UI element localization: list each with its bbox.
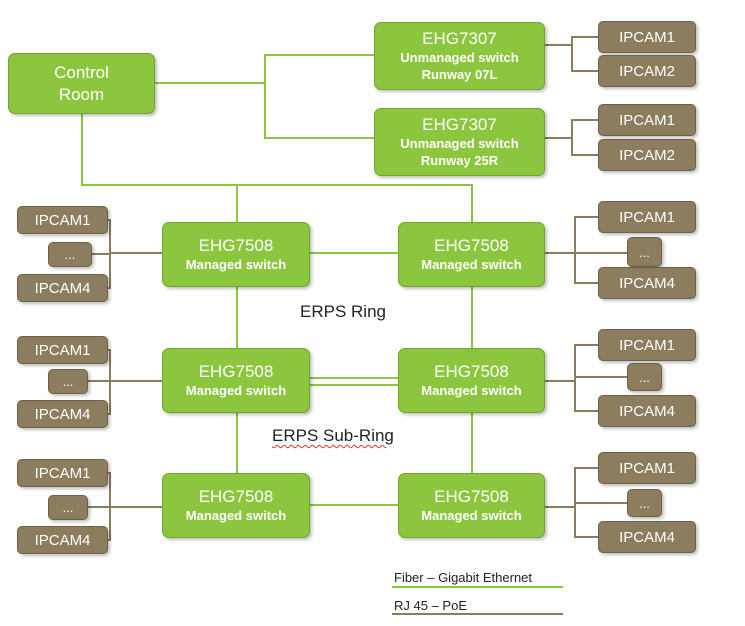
managed-switch-top-left: EHG7508 Managed switch (162, 222, 310, 287)
managed-switch-mid-left: EHG7508 Managed switch (162, 348, 310, 413)
poe-links (88, 36, 627, 541)
camera-node: IPCAM1 (598, 452, 696, 484)
camera-ellipsis-node: ... (627, 489, 662, 517)
erps-ring-label: ERPS Ring (300, 302, 386, 321)
switch-model: EHG7307 (422, 115, 497, 134)
control-room-node: Control Room (8, 53, 155, 114)
camera-node: IPCAM4 (598, 395, 696, 427)
switch-model: EHG7508 (434, 236, 509, 255)
camera-node: IPCAM4 (598, 521, 696, 553)
managed-switch-bottom-left: EHG7508 Managed switch (162, 473, 310, 538)
fiber-link-control-unmanaged2 (264, 83, 375, 139)
camera-node: IPCAM1 (17, 206, 108, 234)
camera-node: IPCAM2 (598, 55, 696, 87)
fiber-links (81, 54, 473, 506)
camera-ellipsis-node: ... (48, 369, 88, 394)
camera-node: IPCAM4 (17, 526, 108, 554)
switch-model: EHG7508 (198, 362, 274, 381)
switch-model: EHG7508 (198, 487, 274, 506)
switch-type: Managed switch (421, 383, 522, 398)
camera-node: IPCAM1 (598, 329, 696, 361)
switch-model: EHG7508 (434, 487, 509, 506)
control-room-label-line1: Control (54, 62, 109, 82)
unmanaged-switch-07l: EHG7307 Unmanaged switch Runway 07L (374, 22, 545, 90)
switch-location: Runway 25R (420, 153, 499, 168)
camera-node: IPCAM1 (598, 104, 696, 136)
switch-type: Managed switch (421, 508, 522, 523)
legend-poe-label: RJ 45 – PoE (394, 598, 467, 613)
switch-model: EHG7508 (434, 362, 509, 381)
switch-type: Managed switch (421, 257, 522, 272)
fiber-link-control-ring-right (81, 114, 473, 222)
switch-model: EHG7307 (422, 29, 497, 48)
camera-node: IPCAM4 (17, 400, 108, 428)
fiber-link-control-unmanaged1 (155, 54, 375, 84)
camera-node: IPCAM4 (17, 274, 108, 302)
camera-node: IPCAM1 (17, 459, 108, 487)
camera-ellipsis-node: ... (48, 495, 88, 520)
switch-type: Managed switch (185, 508, 287, 523)
camera-ellipsis-node: ... (627, 237, 662, 267)
control-room-label-line2: Room (58, 84, 105, 104)
managed-switch-bottom-right: EHG7508 Managed switch (398, 473, 545, 538)
camera-ellipsis-node: ... (627, 363, 662, 391)
camera-node: IPCAM1 (598, 201, 696, 233)
camera-node: IPCAM1 (17, 336, 108, 364)
camera-ellipsis-node: ... (48, 242, 92, 267)
erps-subring-label: ERPS Sub-Ring (272, 426, 394, 445)
camera-node: IPCAM1 (598, 21, 696, 53)
switch-location: Runway 07L (421, 67, 498, 82)
unmanaged-switch-25r: EHG7307 Unmanaged switch Runway 25R (374, 108, 545, 176)
camera-node: IPCAM2 (598, 139, 696, 171)
managed-switch-mid-right: EHG7508 Managed switch (398, 348, 545, 413)
switch-type: Managed switch (185, 383, 287, 398)
switch-type: Unmanaged switch (400, 50, 519, 65)
camera-node: IPCAM4 (598, 267, 696, 299)
switch-model: EHG7508 (198, 236, 274, 255)
switch-type: Unmanaged switch (400, 136, 519, 151)
switch-type: Managed switch (185, 257, 287, 272)
legend-fiber-label: Fiber – Gigabit Ethernet (394, 570, 533, 585)
managed-switch-top-right: EHG7508 Managed switch (398, 222, 545, 287)
